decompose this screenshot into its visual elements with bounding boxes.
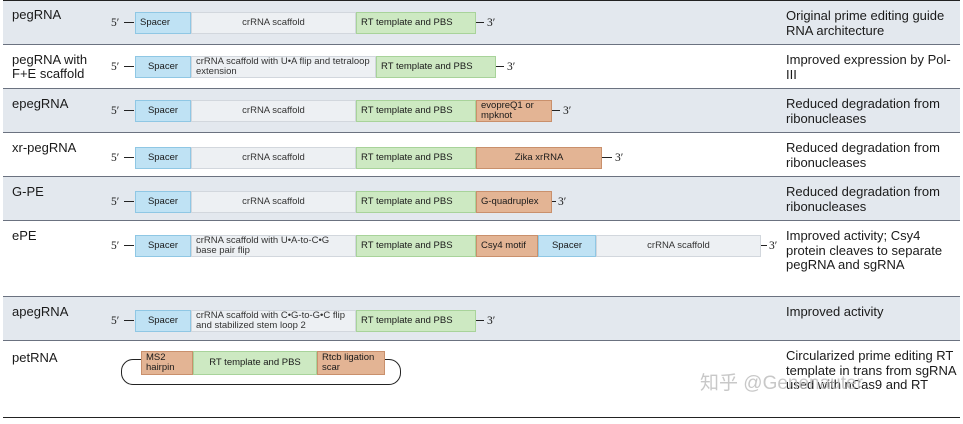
spacer-segment: Spacer — [135, 191, 191, 213]
scaffold-segment: crRNA scaffold — [191, 100, 356, 122]
table-row-epe: ePE 5′ Spacer crRNA scaffold with U•A-to… — [3, 221, 960, 297]
row-description: Original prime editing guide RNA archite… — [786, 8, 945, 38]
construct-diagram: 5′ Spacer crRNA scaffold RT template and… — [111, 147, 771, 169]
rt-pbs-segment: RT template and PBS — [356, 12, 476, 34]
row-description: Circularized prime editing RT template i… — [786, 348, 956, 392]
three-prime-label: 3′ — [563, 105, 572, 117]
construct-diagram: 5′ Spacer crRNA scaffold RT template and… — [111, 12, 771, 34]
second-spacer-segment: Spacer — [538, 235, 596, 257]
scaffold-segment: crRNA scaffold with C•G-to-G•C flip and … — [191, 310, 356, 332]
backbone-line — [124, 22, 134, 24]
three-prime-label: 3′ — [507, 61, 516, 73]
table-row-xr-pegrna: xr-pegRNA 5′ Spacer crRNA scaffold RT te… — [3, 133, 960, 177]
row-name: epegRNA — [12, 96, 69, 111]
five-prime-label: 5′ — [111, 17, 120, 29]
backbone-line — [496, 66, 504, 68]
rt-pbs-segment: RT template and PBS — [356, 100, 476, 122]
three-prime-label: 3′ — [615, 152, 624, 164]
three-prime-label: 3′ — [487, 17, 496, 29]
five-prime-label: 5′ — [111, 315, 120, 327]
three-prime-label: 3′ — [558, 196, 567, 208]
backbone-line — [124, 110, 134, 112]
row-name: xr-pegRNA — [12, 140, 77, 155]
backbone-line — [476, 320, 484, 322]
rt-pbs-segment: RT template and PBS — [356, 147, 476, 169]
scaffold-segment: crRNA scaffold — [191, 191, 356, 213]
watermark: 知乎 @Genenauter — [700, 373, 863, 394]
row-description: Reduced degradation from ribonucleases — [786, 96, 940, 126]
five-prime-label: 5′ — [111, 105, 120, 117]
backbone-line — [124, 66, 134, 68]
backbone-line — [124, 201, 134, 203]
backbone-line — [552, 110, 560, 112]
construct-diagram: 5′ Spacer crRNA scaffold with C•G-to-G•C… — [111, 310, 771, 332]
table-row-petrna: petRNA MS2 hairpin RT template and PBS R… — [3, 341, 960, 418]
spacer-segment: Spacer — [135, 147, 191, 169]
backbone-line — [124, 157, 134, 159]
backbone-line — [476, 22, 484, 24]
five-prime-label: 5′ — [111, 196, 120, 208]
table-row-g-pe: G-PE 5′ Spacer crRNA scaffold RT templat… — [3, 177, 960, 221]
backbone-line — [552, 201, 556, 203]
table-row-epegrna: epegRNA 5′ Spacer crRNA scaffold RT temp… — [3, 89, 960, 133]
rt-pbs-segment: RT template and PBS — [193, 351, 317, 375]
rt-pbs-segment: RT template and PBS — [356, 235, 476, 257]
five-prime-label: 5′ — [111, 240, 120, 252]
scaffold-segment: crRNA scaffold with U•A flip and tetralo… — [191, 56, 376, 78]
scaffold-segment: crRNA scaffold — [191, 12, 356, 34]
row-name: G-PE — [12, 184, 44, 199]
modification-segment: evopreQ1 or mpknot — [476, 100, 552, 122]
second-scaffold-segment: crRNA scaffold — [596, 235, 761, 257]
backbone-line — [602, 157, 612, 159]
row-description: Reduced degradation from ribonucleases — [786, 140, 940, 170]
row-name: pegRNA — [12, 7, 62, 22]
rt-pbs-segment: RT template and PBS — [376, 56, 496, 78]
scaffold-segment: crRNA scaffold with U•A-to-C•G base pair… — [191, 235, 356, 257]
row-name: pegRNA with F+E scaffold — [12, 52, 88, 81]
five-prime-label: 5′ — [111, 152, 120, 164]
five-prime-label: 5′ — [111, 61, 120, 73]
backbone-line — [761, 245, 767, 247]
prime-editing-guide-table: pegRNA 5′ Spacer crRNA scaffold RT templ… — [3, 0, 960, 418]
three-prime-label: 3′ — [769, 240, 778, 252]
construct-diagram: 5′ Spacer crRNA scaffold RT template and… — [111, 191, 771, 213]
row-name: ePE — [12, 228, 37, 243]
scaffold-segment: crRNA scaffold — [191, 147, 356, 169]
rt-pbs-segment: RT template and PBS — [356, 310, 476, 332]
row-description: Reduced degradation from ribonucleases — [786, 184, 940, 214]
spacer-segment: Spacer — [135, 235, 191, 257]
table-row-apegrna: apegRNA 5′ Spacer crRNA scaffold with C•… — [3, 297, 960, 341]
modification-segment: G-quadruplex — [476, 191, 552, 213]
construct-diagram: 5′ Spacer crRNA scaffold with U•A-to-C•G… — [111, 235, 783, 257]
rtcb-ligation-scar-segment: Rtcb ligation scar — [317, 351, 385, 375]
modification-segment: Zika xrRNA — [476, 147, 602, 169]
row-description: Improved expression by Pol-III — [786, 52, 951, 82]
backbone-line — [124, 320, 134, 322]
row-description: Improved activity; Csy4 protein cleaves … — [786, 228, 943, 272]
row-description: Improved activity — [786, 304, 884, 319]
modification-segment: Csy4 motif — [476, 235, 538, 257]
row-name: apegRNA — [12, 304, 69, 319]
spacer-segment: Spacer — [135, 100, 191, 122]
rt-pbs-segment: RT template and PBS — [356, 191, 476, 213]
ms2-hairpin-segment: MS2 hairpin — [141, 351, 193, 375]
circular-construct-diagram: MS2 hairpin RT template and PBS Rtcb lig… — [121, 351, 411, 387]
spacer-segment: Spacer — [135, 12, 191, 34]
construct-diagram: 5′ Spacer crRNA scaffold with U•A flip a… — [111, 56, 771, 78]
spacer-segment: Spacer — [135, 310, 191, 332]
table-row-pegrna: pegRNA 5′ Spacer crRNA scaffold RT templ… — [3, 1, 960, 45]
table-row-pegrna-fe: pegRNA with F+E scaffold 5′ Spacer crRNA… — [3, 45, 960, 89]
three-prime-label: 3′ — [487, 315, 496, 327]
spacer-segment: Spacer — [135, 56, 191, 78]
construct-diagram: 5′ Spacer crRNA scaffold RT template and… — [111, 100, 771, 122]
row-name: petRNA — [12, 350, 58, 365]
backbone-line — [124, 245, 134, 247]
